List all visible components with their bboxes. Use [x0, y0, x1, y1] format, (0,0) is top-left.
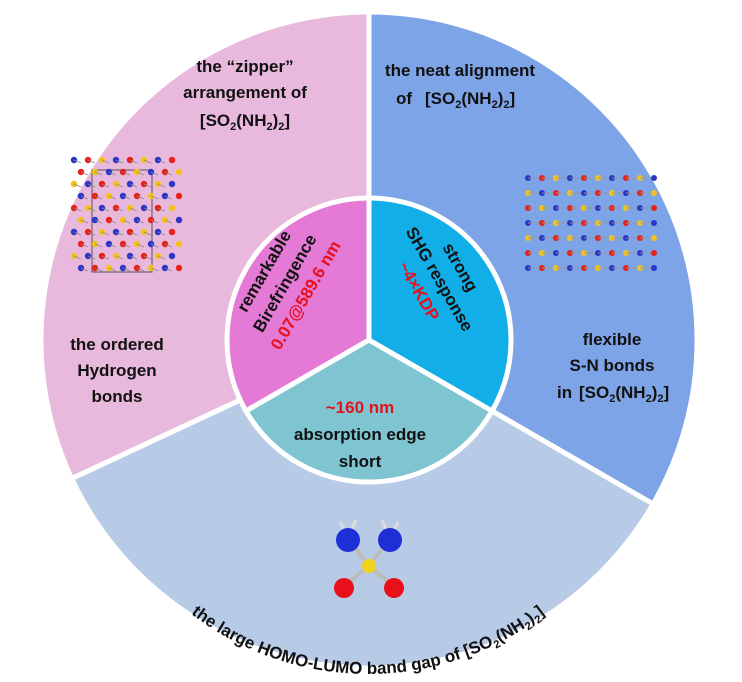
- hydrogen-bonds-line-1: the ordered: [70, 335, 164, 354]
- hydrogen-bonds-line-3: bonds: [92, 387, 143, 406]
- sn-bonds-formula: [SO2(NH2)2]: [579, 383, 669, 405]
- alignment-title-line-2: of: [396, 89, 412, 108]
- sulfamide-molecule-image: [334, 519, 404, 598]
- aligned-crystal-structure-image: [525, 175, 657, 271]
- absorption-line-2: short: [339, 452, 382, 471]
- hydrogen-bonds-line-2: Hydrogen: [77, 361, 156, 380]
- zipper-crystal-structure-image: [70, 156, 183, 273]
- outer-sector-bottom: [68, 337, 657, 671]
- zipper-title-line-2: arrangement of: [183, 83, 307, 102]
- inner-sector-bottom: [242, 337, 496, 485]
- sn-bonds-line-1: flexible: [583, 330, 642, 349]
- absorption-value: ~160 nm: [326, 398, 395, 417]
- zipper-formula: [SO2(NH2)2]: [200, 111, 290, 133]
- zipper-title-line-1: the “zipper”: [196, 57, 293, 76]
- sn-bonds-line-2: S-N bonds: [570, 356, 655, 375]
- absorption-line-1: absorption edge: [294, 425, 426, 444]
- alignment-title-line-1: the neat alignment: [385, 61, 536, 80]
- alignment-formula: [SO2(NH2)2]: [425, 89, 515, 111]
- sn-bonds-line-3: in: [557, 383, 572, 402]
